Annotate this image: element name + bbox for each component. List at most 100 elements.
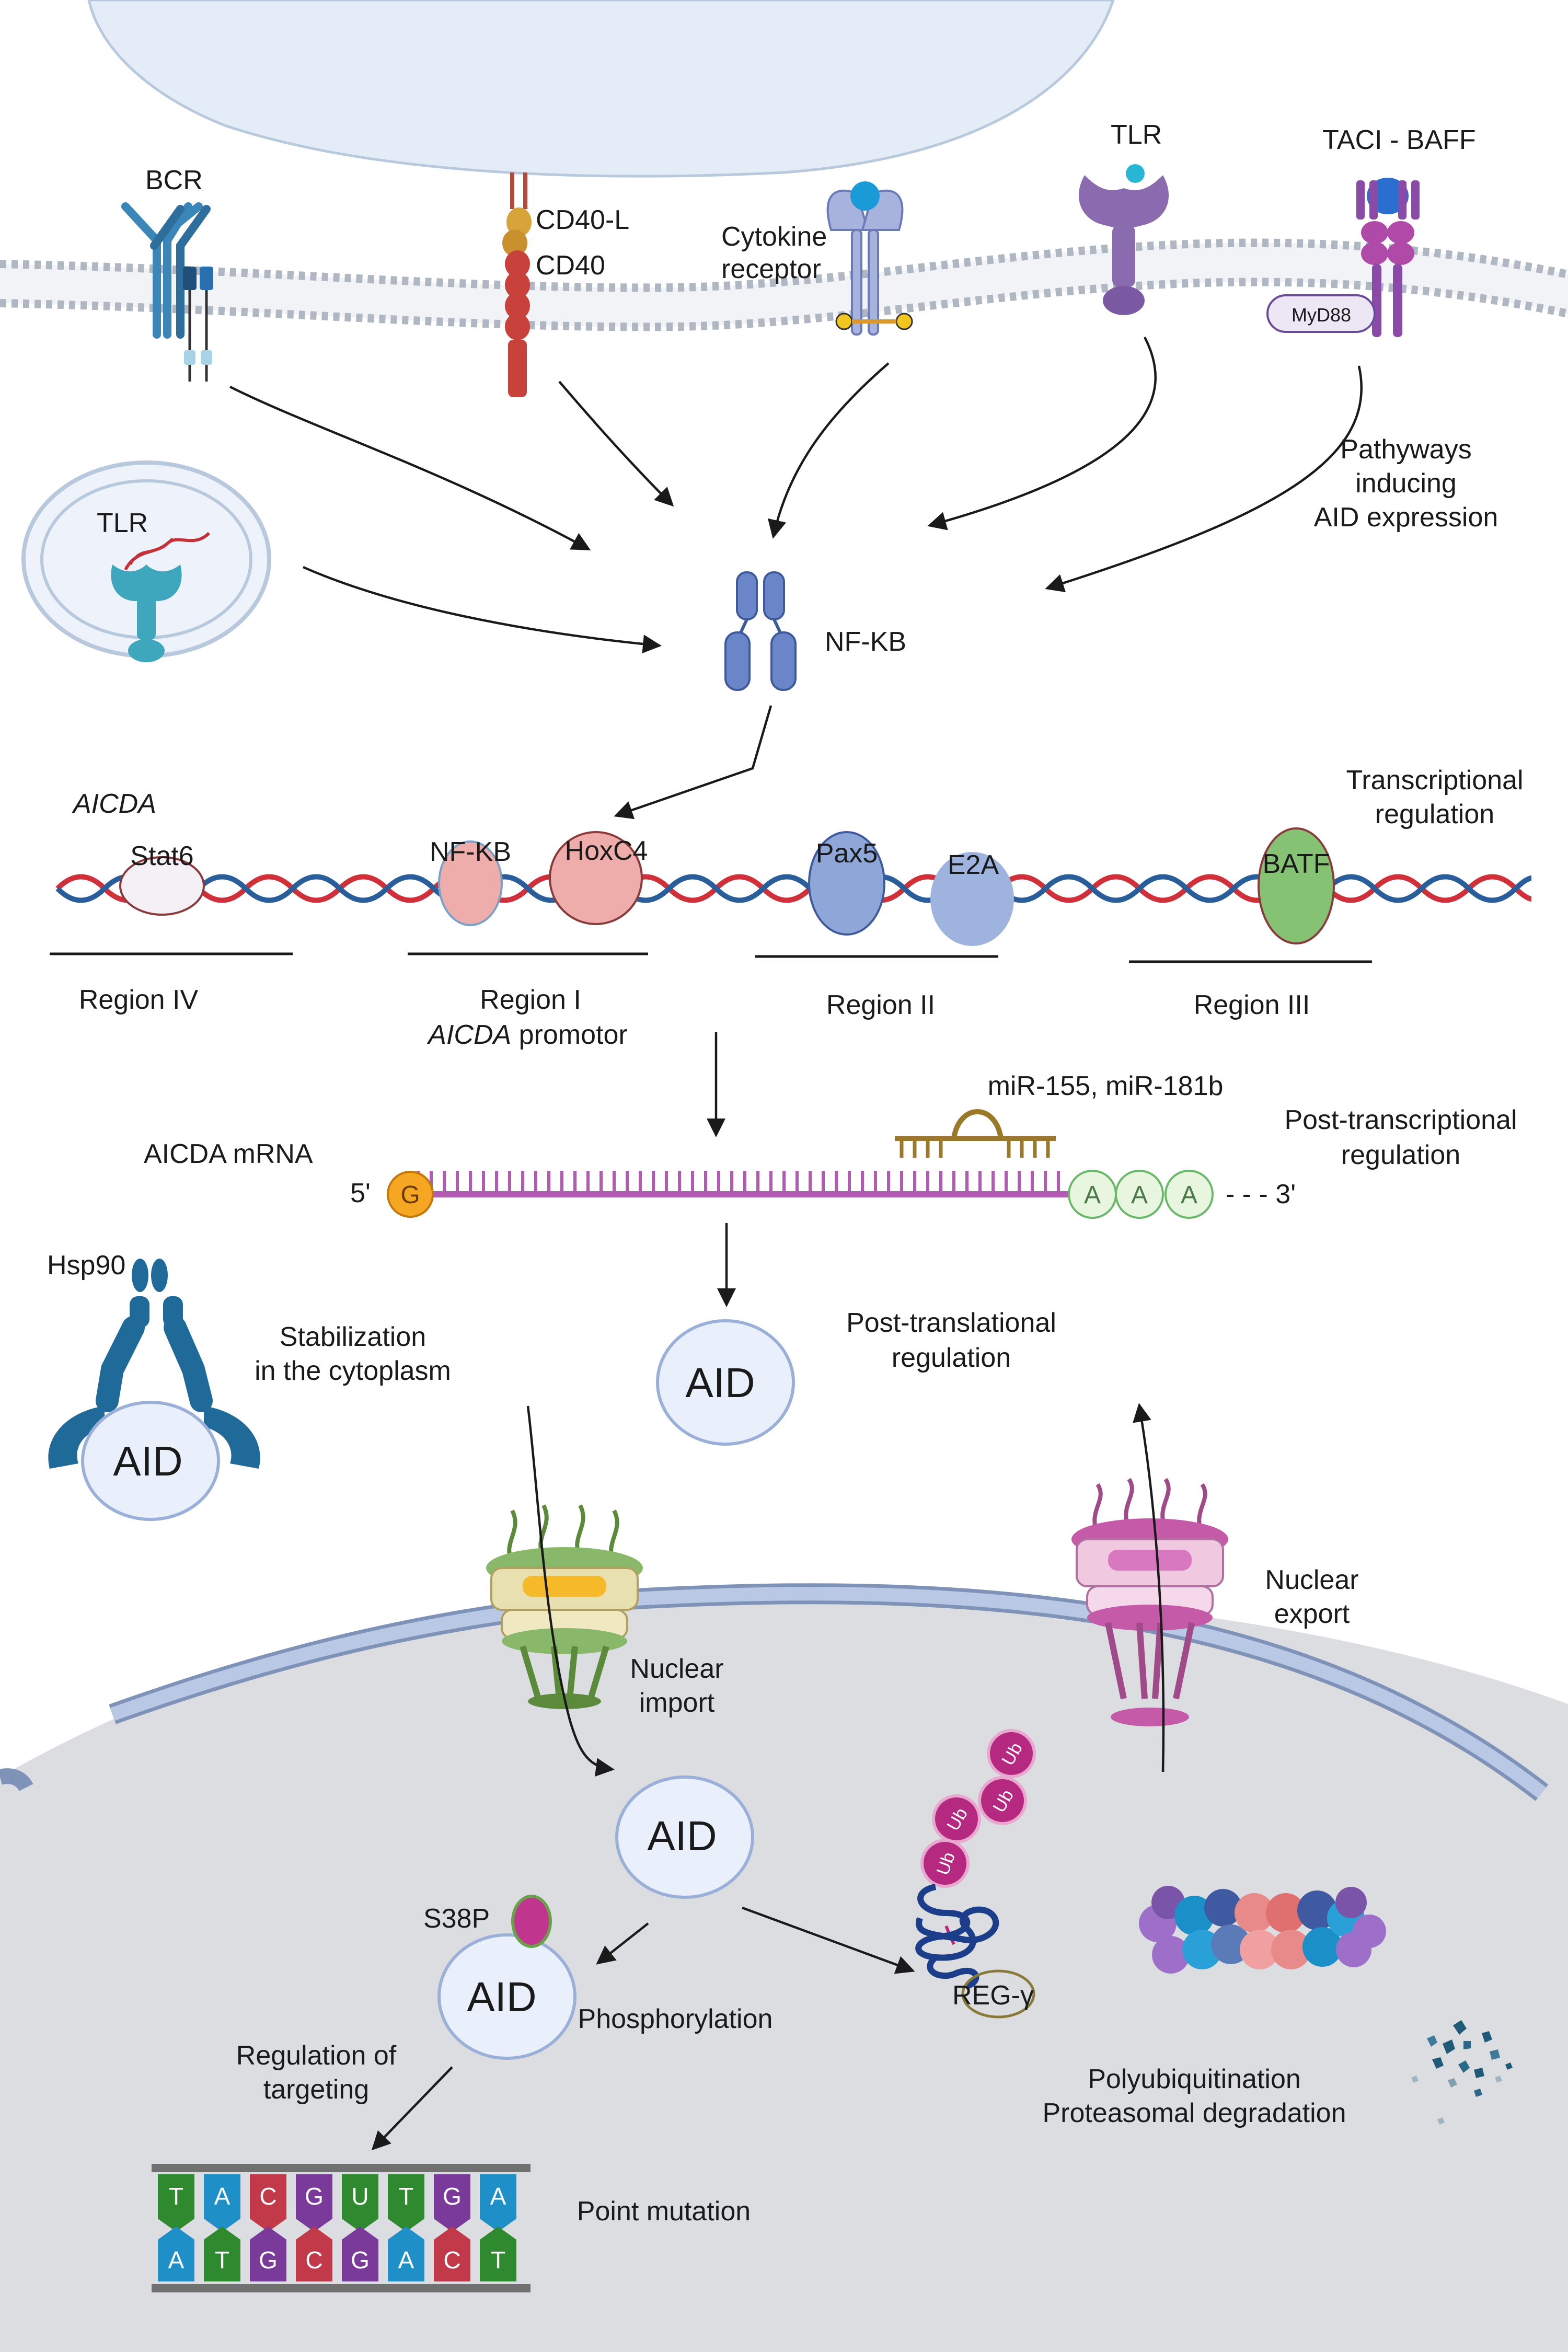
nfkb-dimer-icon xyxy=(724,571,797,691)
hsp90-aid-label: AID xyxy=(113,1438,182,1484)
polyubiquitination-label: Polyubiquitination xyxy=(1088,2064,1301,2094)
aicda-gene-label: AICDA xyxy=(72,789,156,819)
ubiquitin-chain: Ub Ub Ub Ub xyxy=(920,1729,1036,1945)
polya-a2 xyxy=(1115,1170,1164,1219)
transcriptional-label-line2: regulation xyxy=(1375,799,1494,829)
pax5-factor xyxy=(808,831,885,936)
endosome-tlr-icon xyxy=(111,532,211,662)
dna-base-top-6 xyxy=(388,2174,424,2232)
polya-a3-label: A xyxy=(1181,1181,1197,1209)
arrow-tlr-to-nfkb xyxy=(927,336,1157,531)
mrna-strand xyxy=(408,1171,1069,1197)
nuclear-pore-import-icon xyxy=(486,1504,643,1709)
batf-label: BATF xyxy=(1262,849,1330,879)
endosome-tlr-label: TLR xyxy=(97,508,148,538)
proteasomal-degradation-label: Proteasomal degradation xyxy=(1042,2098,1346,2128)
degraded-peptides-icon xyxy=(1411,2020,1513,2125)
dna-base-top-label-1: T xyxy=(169,2183,183,2210)
nuclear-export-line2: export xyxy=(1274,1599,1350,1629)
aid-cytoplasm-label: AID xyxy=(685,1359,755,1406)
dna-base-bottom-label-4: C xyxy=(305,2246,322,2274)
dna-base-top-label-6: T xyxy=(399,2183,413,2210)
taci-baff-receptor-icon xyxy=(1266,178,1420,337)
cytokine-receptor-icon xyxy=(826,181,913,336)
stabilization-label-line2: in the cytoplasm xyxy=(255,1356,451,1386)
stabilization-label-line1: Stabilization xyxy=(280,1322,426,1352)
five-prime-label: 5' xyxy=(350,1178,371,1208)
dna-base-top-label-4: G xyxy=(305,2183,324,2210)
dna-base-bottom-label-3: G xyxy=(259,2246,278,2274)
hoxc4-factor xyxy=(549,831,643,925)
hsp90-aid-protein xyxy=(81,1401,220,1521)
bcr-receptor-icon xyxy=(121,202,213,382)
aid-protein-phosphorylated xyxy=(437,1933,577,2060)
dna-base-bottom-label-2: T xyxy=(215,2246,229,2274)
aid-protein-nucleus xyxy=(615,1775,754,1899)
aid-nucleus-label: AID xyxy=(647,1813,717,1859)
hoxc4-label: HoxC4 xyxy=(565,836,648,866)
s38p-label: S38P xyxy=(423,1904,490,1934)
bcr-label: BCR xyxy=(145,165,203,195)
dna-base-top-4 xyxy=(296,2174,332,2232)
cd40-label: CD40 xyxy=(536,250,605,281)
dna-base-bottom-label-1: A xyxy=(168,2246,185,2274)
dna-base-bottom-5 xyxy=(342,2227,378,2281)
ub-bead-1 xyxy=(987,1729,1036,1778)
dna-base-bottom-7 xyxy=(434,2227,470,2281)
arrow-nuclear-import xyxy=(526,1405,615,1777)
nuclear-import-line2: import xyxy=(639,1688,715,1718)
region1-label: Region I xyxy=(480,985,581,1015)
pathways-label-line2: inducing xyxy=(1355,468,1457,499)
cytokine-label-line2: receptor xyxy=(721,254,821,284)
arrow-cd40-to-nfkb xyxy=(558,381,674,507)
mirna-icon xyxy=(895,1109,1056,1158)
proteasome-icon xyxy=(1139,1886,1386,1974)
dna-base-top-label-7: G xyxy=(443,2183,462,2210)
dna-base-top-3 xyxy=(250,2174,286,2232)
dna-base-bottom-8 xyxy=(480,2227,516,2281)
arrow-endosome-to-nfkb xyxy=(303,566,662,654)
pax5-label: Pax5 xyxy=(816,838,878,869)
tlr-receptor-icon xyxy=(1078,164,1169,315)
cd40l-label: CD40-L xyxy=(536,205,629,235)
dna-base-top-label-2: A xyxy=(214,2183,230,2210)
e2a-factor xyxy=(930,852,1014,946)
posttranslational-label-line2: regulation xyxy=(892,1343,1011,1373)
dna-base-top-label-8: A xyxy=(490,2183,506,2210)
region3-label: Region III xyxy=(1194,990,1310,1020)
polya-a3 xyxy=(1165,1170,1214,1219)
point-mutation-label: Point mutation xyxy=(577,2196,751,2227)
aid-protein-cytoplasm xyxy=(656,1319,795,1446)
polya-a2-label: A xyxy=(1131,1181,1148,1209)
cd40-receptor-icon xyxy=(502,172,532,397)
nuclear-import-line1: Nuclear xyxy=(630,1654,723,1684)
phospho-site-icon xyxy=(511,1895,552,1948)
nfkb-factor-label: NF-KB xyxy=(430,837,511,867)
region4-label: Region IV xyxy=(79,985,199,1015)
dna-base-bottom-label-8: T xyxy=(491,2246,505,2274)
reg-gamma-label: REG-γ xyxy=(952,1980,1034,2011)
dna-base-top-1 xyxy=(158,2174,194,2232)
arrow-aid-to-regy xyxy=(742,1906,915,1974)
nuclear-pore-export-icon xyxy=(1071,1478,1228,1726)
dna-base-bottom-4 xyxy=(296,2227,332,2281)
dna-base-bottom-1 xyxy=(158,2227,194,2281)
aicda-mrna-label: AICDA mRNA xyxy=(144,1139,313,1169)
tlr-label: TLR xyxy=(1111,120,1162,150)
dna-base-top-2 xyxy=(204,2174,240,2232)
ub-bead-4 xyxy=(920,1839,970,1888)
pathways-label-line1: Pathyways xyxy=(1340,434,1471,465)
phosphorylation-label: Phosphorylation xyxy=(578,2004,773,2034)
neighbouring-cell xyxy=(87,0,1115,178)
stat6-label: Stat6 xyxy=(130,841,193,871)
dna-base-top-7 xyxy=(434,2174,470,2232)
myd88-label: MyD88 xyxy=(1292,304,1351,326)
hsp90-label: Hsp90 xyxy=(47,1250,125,1281)
nucleus xyxy=(0,1583,1568,2352)
targeting-label-line2: targeting xyxy=(263,2074,369,2105)
stat6-factor xyxy=(119,856,205,916)
arrow-aid-to-phospho xyxy=(596,1922,649,1965)
aid-phospho-label: AID xyxy=(467,1974,536,2020)
arrow-phospho-to-dna xyxy=(371,2066,453,2151)
taci-baff-label: TACI - BAFF xyxy=(1322,125,1476,155)
